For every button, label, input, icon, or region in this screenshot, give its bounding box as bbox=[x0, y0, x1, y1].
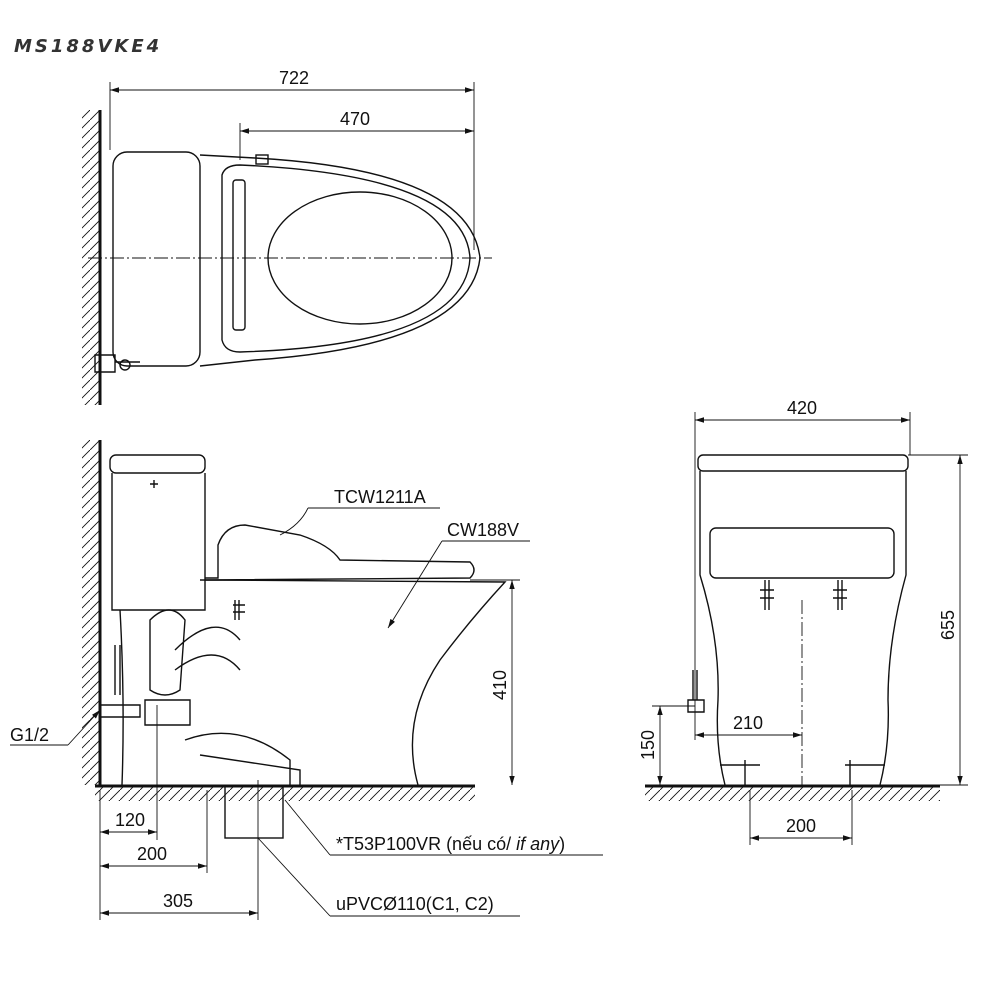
label-g1-2: G1/2 bbox=[10, 725, 49, 745]
dim-150: 150 bbox=[638, 730, 658, 760]
bowl-outline bbox=[199, 154, 481, 367]
label-t53p100vr: *T53P100VR (nếu có/ if any) bbox=[336, 834, 565, 854]
dim-722: 722 bbox=[279, 68, 309, 88]
dim-655: 655 bbox=[938, 610, 958, 640]
label-upvc-pipe: uPVCØ110(C1, C2) bbox=[336, 894, 494, 914]
dim-200: 200 bbox=[137, 844, 167, 864]
dim-200-bolts: 200 bbox=[786, 816, 816, 836]
front-view: 420 655 210 150 200 bbox=[638, 398, 968, 845]
bowl-side bbox=[119, 579, 507, 786]
top-view: 722 470 bbox=[82, 68, 492, 405]
dim-210: 210 bbox=[733, 713, 763, 733]
dim-470: 470 bbox=[340, 109, 370, 129]
dim-420: 420 bbox=[787, 398, 817, 418]
seat-front bbox=[709, 527, 895, 579]
seat-side bbox=[204, 524, 475, 581]
bowl-front bbox=[699, 471, 907, 786]
tank-front bbox=[697, 454, 909, 472]
label-tcw1211a: TCW1211A bbox=[334, 487, 426, 507]
side-view: TCW1211A CW188V 410 G1/2 120 200 305 *T5… bbox=[10, 440, 603, 920]
wall-hatch bbox=[82, 110, 99, 405]
label-cw188v: CW188V bbox=[447, 520, 519, 540]
dim-410: 410 bbox=[490, 670, 510, 700]
tank-top bbox=[112, 151, 201, 367]
dim-120: 120 bbox=[115, 810, 145, 830]
model-title: MS188VKE4 bbox=[14, 36, 162, 57]
dim-305: 305 bbox=[163, 891, 193, 911]
tank-body bbox=[111, 473, 206, 611]
tank-lid bbox=[109, 454, 206, 474]
